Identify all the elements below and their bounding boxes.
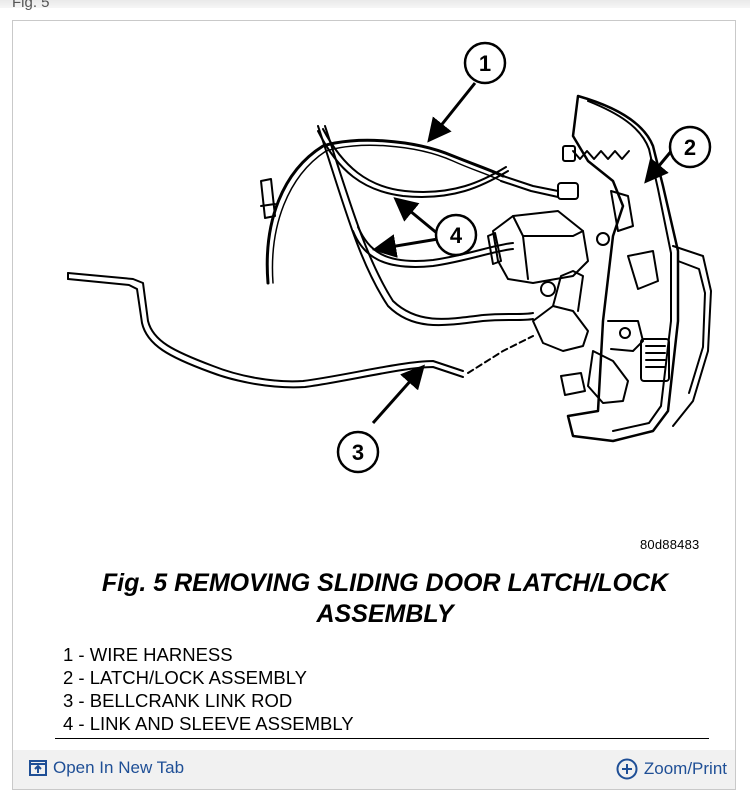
open-in-new-tab-label: Open In New Tab (53, 758, 185, 777)
legend-list: 1 - WIRE HARNESS 2 - LATCH/LOCK ASSEMBLY… (63, 643, 354, 735)
legend-divider (55, 738, 709, 739)
svg-text:1: 1 (479, 51, 491, 76)
callout-4: 4 (434, 213, 478, 257)
legend-item: 3 - BELLCRANK LINK ROD (63, 690, 293, 711)
figure-title-line-2: ASSEMBLY (316, 600, 454, 628)
figure-frame (12, 20, 736, 790)
figure-label: Fig. 5 (12, 0, 50, 11)
svg-text:2: 2 (684, 135, 696, 160)
open-in-new-tab-link[interactable]: Open In New Tab (29, 758, 184, 778)
figure-title: Fig. 5 REMOVING SLIDING DOOR LATCH/LOCK … (40, 568, 730, 630)
top-bar (0, 0, 750, 8)
open-new-tab-icon (29, 760, 47, 776)
svg-text:4: 4 (450, 223, 463, 248)
latch-assembly-diagram: 1 2 3 4 (67, 41, 712, 474)
figure-code: 80d88483 (640, 537, 700, 552)
legend-item: 4 - LINK AND SLEEVE ASSEMBLY (63, 713, 354, 734)
zoom-print-label: Zoom/Print (643, 759, 727, 778)
svg-text:3: 3 (352, 440, 364, 465)
image-footer: Open In New Tab Zoom/Print (13, 750, 735, 789)
figure-title-line-1: Fig. 5 REMOVING SLIDING DOOR LATCH/LOCK (101, 569, 669, 597)
callout-2: 2 (668, 125, 712, 169)
callout-1: 1 (463, 41, 507, 85)
legend-item: 2 - LATCH/LOCK ASSEMBLY (63, 667, 308, 688)
zoom-print-link[interactable]: Zoom/Print (616, 758, 727, 780)
legend-item: 1 - WIRE HARNESS (63, 644, 233, 665)
zoom-plus-icon (616, 758, 638, 780)
callout-3: 3 (336, 430, 380, 474)
